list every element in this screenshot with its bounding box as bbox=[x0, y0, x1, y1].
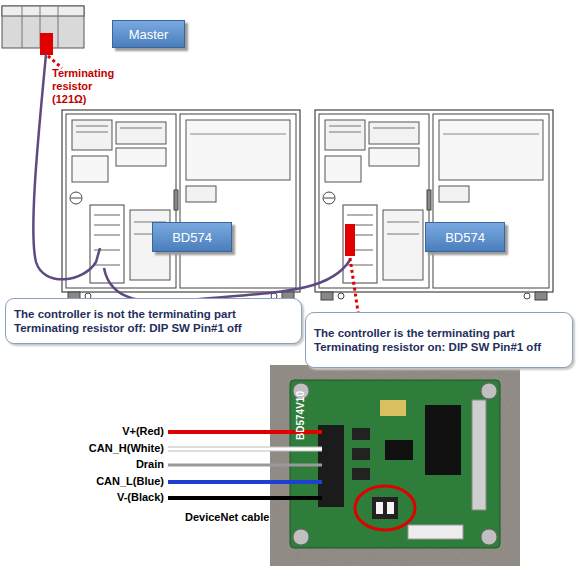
node-text: Master bbox=[113, 27, 184, 42]
wire-white bbox=[168, 448, 322, 451]
wire-name: Drain bbox=[40, 458, 164, 471]
callout-note: The controller is not the terminating pa… bbox=[5, 298, 302, 344]
screw bbox=[293, 529, 309, 545]
devicenet-cable bbox=[104, 260, 350, 302]
component bbox=[352, 468, 370, 480]
board-model: BD574V10 bbox=[294, 378, 307, 454]
wire-blue bbox=[168, 480, 322, 484]
wire-name: CAN_L(Blue) bbox=[40, 475, 164, 488]
dip-toggle bbox=[376, 502, 383, 514]
component bbox=[352, 448, 370, 460]
dip-switch bbox=[372, 497, 398, 519]
cable-name: DeviceNet cable bbox=[185, 511, 305, 524]
plc-module-line bbox=[22, 6, 23, 48]
wire-black bbox=[168, 496, 322, 500]
wire-name: CAN_H(White) bbox=[40, 442, 164, 455]
controller-cabinet bbox=[62, 110, 300, 300]
terminating-switch-marker bbox=[345, 224, 355, 256]
screw bbox=[481, 383, 497, 399]
callout-note: The controller is the terminating part T… bbox=[305, 312, 573, 368]
plc-module-line bbox=[58, 6, 59, 48]
board-label: BD574 bbox=[425, 222, 505, 252]
component bbox=[352, 428, 370, 440]
dip-toggle bbox=[387, 502, 394, 514]
cable-wires bbox=[168, 432, 322, 498]
plc-master-device bbox=[2, 6, 84, 55]
node-text: The controller is not the terminating pa… bbox=[14, 307, 293, 335]
board-label: BD574 bbox=[152, 222, 232, 252]
terminating-resistor-marker bbox=[40, 33, 53, 55]
chip bbox=[425, 405, 461, 475]
chip bbox=[385, 440, 413, 460]
capacitor bbox=[380, 400, 406, 416]
node-text: BD574 bbox=[153, 230, 231, 245]
wire-drain bbox=[168, 464, 322, 467]
leader-line bbox=[48, 56, 62, 68]
node-text: BD574 bbox=[426, 230, 504, 245]
plc-top bbox=[2, 6, 84, 16]
terminating-resistor-note: Terminating resistor (121Ω) bbox=[52, 67, 124, 106]
screw bbox=[481, 529, 497, 545]
node-text: The controller is the terminating part T… bbox=[314, 326, 564, 354]
wire-name: V+(Red) bbox=[40, 425, 164, 438]
wire-white-outline bbox=[168, 447, 322, 452]
connector bbox=[408, 525, 463, 539]
pin-header bbox=[472, 400, 486, 510]
wire-name: V-(Black) bbox=[40, 491, 164, 504]
master-label: Master bbox=[112, 20, 185, 48]
highlight-circle bbox=[355, 486, 415, 530]
